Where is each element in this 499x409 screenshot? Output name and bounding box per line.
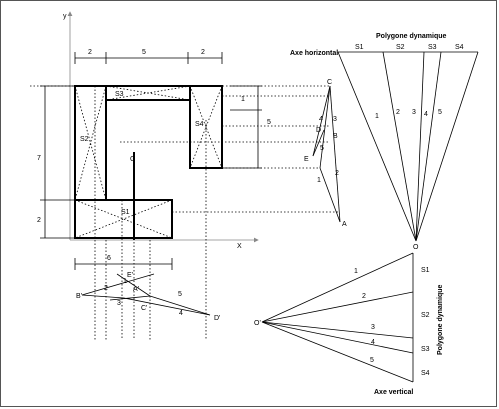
- polygon-side-ray-2: 2: [362, 293, 366, 300]
- polygon-top-ray-4: 4: [424, 111, 428, 118]
- label-g: G: [130, 156, 135, 163]
- polygon-top-s3: S3: [428, 44, 437, 51]
- force-ray-5: 5: [320, 145, 324, 152]
- label-s2: S2: [80, 136, 89, 143]
- polygon-side-s1: S1: [421, 267, 430, 274]
- polygon-top-s2: S2: [396, 44, 405, 51]
- label-d-prime: D': [214, 315, 220, 322]
- funicular-ray-1: 1: [123, 278, 127, 285]
- force-ray-2: 2: [335, 170, 339, 177]
- dimension-lines: 2 5 2 7 2 1 5 6: [37, 49, 271, 270]
- polygon-top-axis-label: Axe horizontal: [290, 50, 338, 57]
- dim-right-top: 1: [241, 96, 245, 103]
- polygon-top-ray-3: 3: [412, 109, 416, 116]
- polygon-top-pole: O: [413, 244, 419, 251]
- dim-left-height: 7: [37, 155, 41, 162]
- coordinate-axes: y X: [63, 11, 259, 250]
- label-s1: S1: [121, 209, 130, 216]
- label-a-prime: A': [133, 286, 139, 293]
- label-b-prime: B': [76, 293, 82, 300]
- dim-top-mid: 5: [142, 49, 146, 56]
- small-force-polygon: C B D E A 4 3 5 2 1: [304, 79, 347, 228]
- polygon-side-pole: O': [254, 320, 261, 327]
- dim-bottom: 6: [107, 255, 111, 262]
- dim-top-left: 2: [88, 49, 92, 56]
- force-label-e: E: [304, 156, 309, 163]
- polygon-side-axis-label: Axe vertical: [374, 389, 413, 396]
- funicular-ray-3: 3: [117, 300, 121, 307]
- polygon-top-title: Polygone dynamique: [376, 33, 447, 40]
- polygon-top-ray-1: 1: [375, 113, 379, 120]
- polygon-top-s4: S4: [455, 44, 464, 51]
- dim-top-right: 2: [201, 49, 205, 56]
- funicular-polygon: B' E' A' C' D' 2 3 5 4 1: [76, 272, 220, 322]
- force-label-a: A: [342, 221, 347, 228]
- polygon-dynamique-vertical: S1 S2 S3 S4 1 2 3 4 5 O' Axe vertical Po…: [254, 252, 444, 396]
- force-label-b: B: [333, 133, 338, 140]
- funicular-ray-5: 5: [178, 291, 182, 298]
- section-s1-rect: [74, 199, 173, 239]
- polygon-top-s1: S1: [355, 44, 364, 51]
- x-axis-label: X: [237, 243, 242, 250]
- polygon-dynamique-horizontal: Polygone dynamique Axe horizontal S1 S2 …: [290, 33, 479, 251]
- funicular-ray-2: 2: [104, 285, 108, 292]
- force-label-d: D: [316, 127, 321, 134]
- polygon-side-s3: S3: [421, 346, 430, 353]
- construction-lines: [30, 85, 340, 340]
- force-ray-4: 4: [319, 116, 323, 123]
- dim-left-base: 2: [37, 217, 41, 224]
- cross-section: S3 S2 S4 S1 G: [74, 85, 223, 240]
- polygon-side-ray-5: 5: [370, 357, 374, 364]
- polygon-top-ray-2: 2: [396, 109, 400, 116]
- y-axis-label: y: [63, 13, 67, 20]
- dim-right-mid: 5: [267, 119, 271, 126]
- funicular-ray-4: 4: [179, 310, 183, 317]
- polygon-top-ray-5: 5: [438, 109, 442, 116]
- polygon-side-s2: S2: [421, 312, 430, 319]
- label-s4: S4: [195, 121, 204, 128]
- label-c-prime: C': [141, 305, 147, 312]
- force-ray-1: 1: [317, 177, 321, 184]
- polygon-side-title: Polygone dynamique: [437, 284, 444, 355]
- polygon-side-ray-3: 3: [371, 324, 375, 331]
- section-s4-rect: [189, 85, 223, 169]
- polygon-side-ray-1: 1: [354, 268, 358, 275]
- label-s3: S3: [115, 91, 124, 98]
- force-label-c: C: [327, 79, 332, 86]
- polygon-side-s4: S4: [421, 370, 430, 377]
- label-e-prime: E': [127, 272, 133, 279]
- polygon-side-ray-4: 4: [371, 339, 375, 346]
- force-ray-3: 3: [333, 116, 337, 123]
